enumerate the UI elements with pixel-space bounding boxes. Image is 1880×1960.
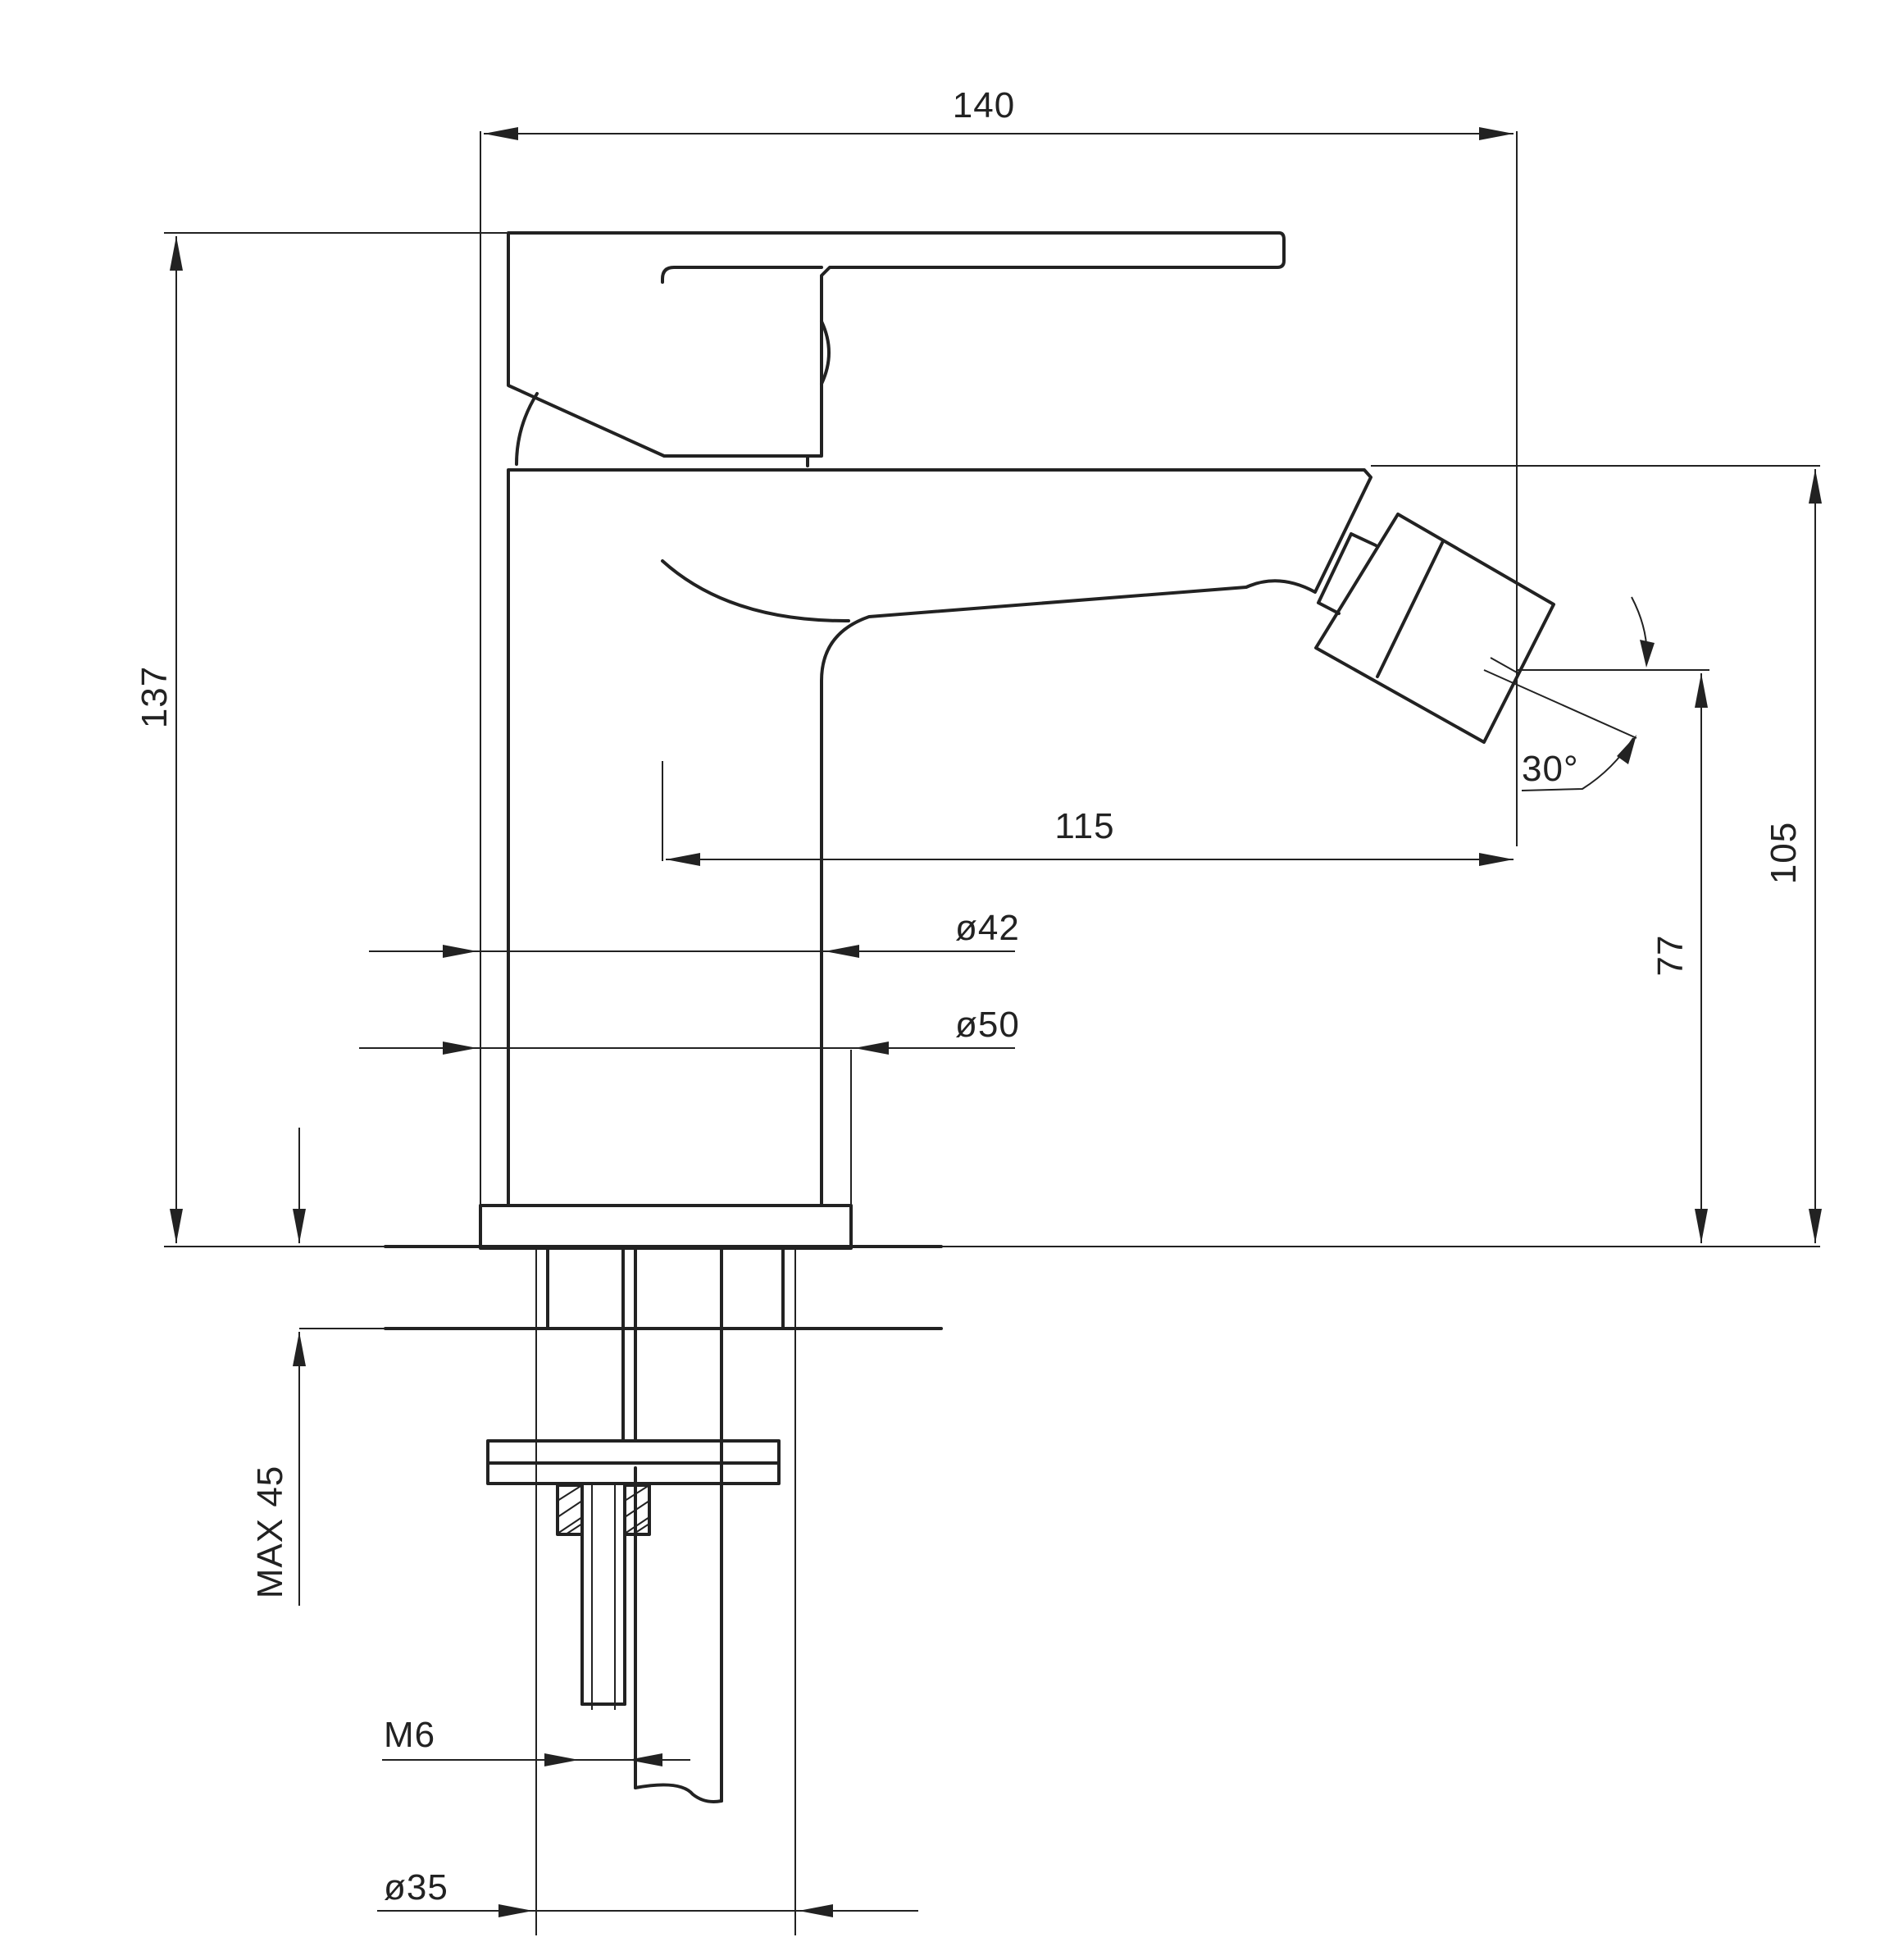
- cartridge-neck: [515, 392, 539, 466]
- base-ring: [479, 1204, 853, 1250]
- cartridge-dome: [820, 320, 831, 385]
- dimension-labels: 140 137 115 105 77 30° ø42 ø50 MAX 45 M6…: [134, 85, 1804, 1908]
- dim-outlet-height: 77: [1650, 935, 1691, 977]
- faucet-body: [507, 468, 1372, 1206]
- hose-break: [634, 1783, 723, 1803]
- dimension-lines: [164, 127, 1822, 1917]
- dim-overall-height: 137: [134, 666, 175, 728]
- dim-overall-width: 140: [953, 85, 1015, 125]
- lever-inner-edge: [661, 266, 823, 284]
- dim-body-diameter: ø42: [955, 908, 1020, 948]
- nut-hatching: [557, 1484, 650, 1535]
- spout-underside-curve: [661, 559, 850, 623]
- aerator-jet: [1314, 513, 1555, 744]
- dim-spout-reach: 115: [1054, 806, 1114, 846]
- aerator-divider: [1376, 540, 1445, 678]
- dim-max-deck-thickness: MAX 45: [250, 1465, 290, 1599]
- dim-jet-angle: 30°: [1522, 749, 1579, 789]
- dim-hole-diameter: ø35: [384, 1867, 448, 1908]
- dim-base-diameter: ø50: [955, 1005, 1020, 1045]
- dim-spout-height: 105: [1764, 822, 1804, 884]
- lever-handle: [507, 231, 1286, 458]
- faucet-outline: [479, 231, 1555, 1250]
- deck-and-mounting: [384, 1245, 943, 1935]
- dim-stud-thread: M6: [384, 1715, 435, 1755]
- aerator-connector: [1317, 532, 1377, 615]
